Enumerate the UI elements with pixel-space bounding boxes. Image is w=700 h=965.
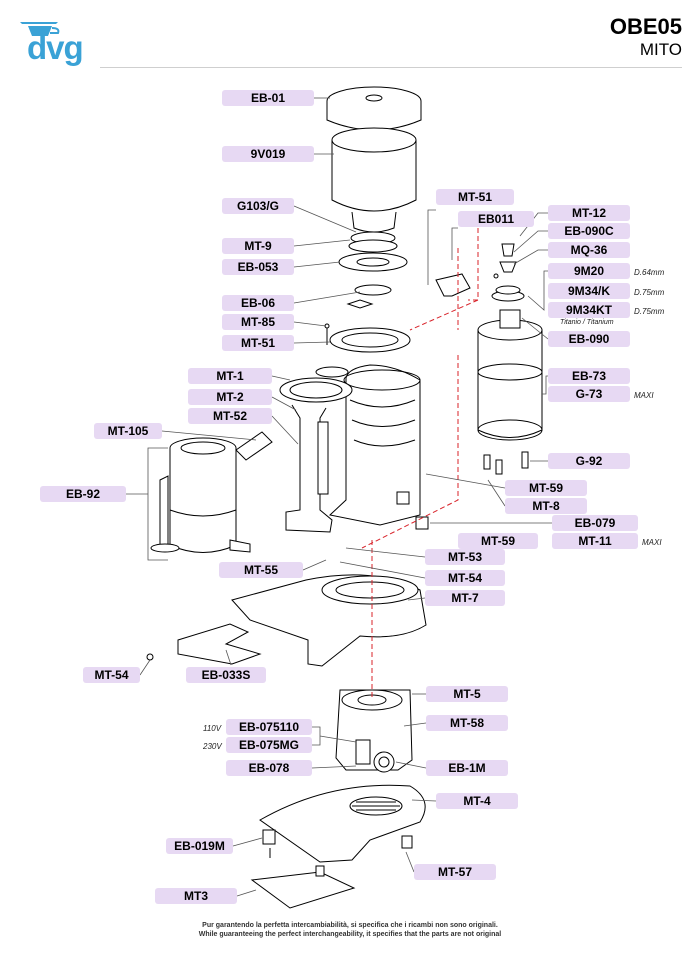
brand-logo: dvg (27, 29, 84, 66)
label-mt-59-a: MT-59 (505, 480, 587, 496)
footer-note-it: Pur garantendo la perfetta intercambiabi… (202, 922, 498, 929)
grinder-head-ring (329, 327, 411, 353)
label-eb-075mg: EB-075MG (226, 737, 312, 753)
label-eb-078: EB-078 (226, 760, 312, 776)
label-9m20: 9M20 (548, 263, 630, 279)
label-mt-2: MT-2 (188, 389, 272, 405)
label-eb-73: EB-73 (548, 368, 630, 384)
footer-note-en: While guaranteeing the perfect interchan… (198, 931, 502, 938)
label-9m34kt: 9M34KT (548, 302, 630, 318)
label-mt-59-b: MT-59 (458, 533, 538, 549)
label-eb-053: EB-053 (222, 259, 294, 275)
label-eb-075110: EB-075110 (226, 719, 312, 735)
label-mt-9: MT-9 (222, 238, 294, 254)
label-mt-54-left: MT-54 (83, 667, 140, 683)
label-eb-090: EB-090 (548, 331, 630, 347)
logo-cup-icon (20, 22, 60, 36)
label-eb-01: EB-01 (222, 90, 314, 106)
label-mt-1: MT-1 (188, 368, 272, 384)
note-110v: 110V (203, 724, 222, 733)
label-9v019: 9V019 (222, 146, 314, 162)
label-mq-36: MQ-36 (548, 242, 630, 258)
label-mt-5: MT-5 (426, 686, 508, 702)
label-mt-7: MT-7 (425, 590, 505, 606)
label-mt-55: MT-55 (219, 562, 303, 578)
hopper-body (331, 140, 417, 212)
label-mt-57: MT-57 (414, 864, 496, 880)
label-mt-105: MT-105 (94, 423, 162, 439)
label-mt-11: MT-11 (552, 533, 638, 549)
label-mt-4: MT-4 (436, 793, 518, 809)
label-eb-1m: EB-1M (426, 760, 508, 776)
label-eb-019m: EB-019M (166, 838, 233, 854)
label-eb-079: EB-079 (552, 515, 638, 531)
model-code: OBE05 (609, 14, 682, 39)
note-maxi-g73: MAXI (634, 391, 654, 400)
label-mt-51-left: MT-51 (222, 335, 294, 351)
bottom-plate (259, 784, 426, 863)
label-mt-8: MT-8 (505, 498, 587, 514)
label-mt-54-mid: MT-54 (425, 570, 505, 586)
burr-carrier (477, 329, 543, 438)
label-mt-52: MT-52 (188, 408, 272, 424)
feed-chute (435, 273, 471, 297)
note-maxi-mt11: MAXI (642, 538, 662, 547)
note-d75-b: D.75mm (634, 307, 665, 316)
header-divider (100, 67, 682, 68)
label-9m34-k: 9M34/K (548, 283, 630, 299)
hopper-collar (338, 252, 408, 272)
motor-frame (335, 689, 413, 771)
model-name: MITO (639, 40, 682, 59)
label-mt3: MT3 (155, 888, 237, 904)
note-d64: D.64mm (634, 268, 665, 277)
label-mt-85: MT-85 (222, 314, 294, 330)
label-eb011: EB011 (458, 211, 534, 227)
motor-capacitor (373, 751, 395, 773)
label-g103-g: G103/G (222, 198, 294, 214)
label-mt-12: MT-12 (548, 205, 630, 221)
label-mt-51-top: MT-51 (436, 189, 514, 205)
label-g-73: G-73 (548, 386, 630, 402)
label-eb-090c: EB-090C (548, 223, 630, 239)
label-eb-033s: EB-033S (186, 667, 266, 683)
cup-tray-plate (177, 623, 262, 665)
note-d75-a: D.75mm (634, 288, 665, 297)
label-eb-92: EB-92 (40, 486, 126, 502)
note-230v: 230V (203, 742, 222, 751)
label-eb-06: EB-06 (222, 295, 294, 311)
label-mt-58: MT-58 (426, 715, 508, 731)
label-g-92: G-92 (548, 453, 630, 469)
foot-plate (250, 871, 356, 909)
note-titanio: Titanio / Titanium (560, 319, 614, 326)
label-mt-53: MT-53 (425, 549, 505, 565)
